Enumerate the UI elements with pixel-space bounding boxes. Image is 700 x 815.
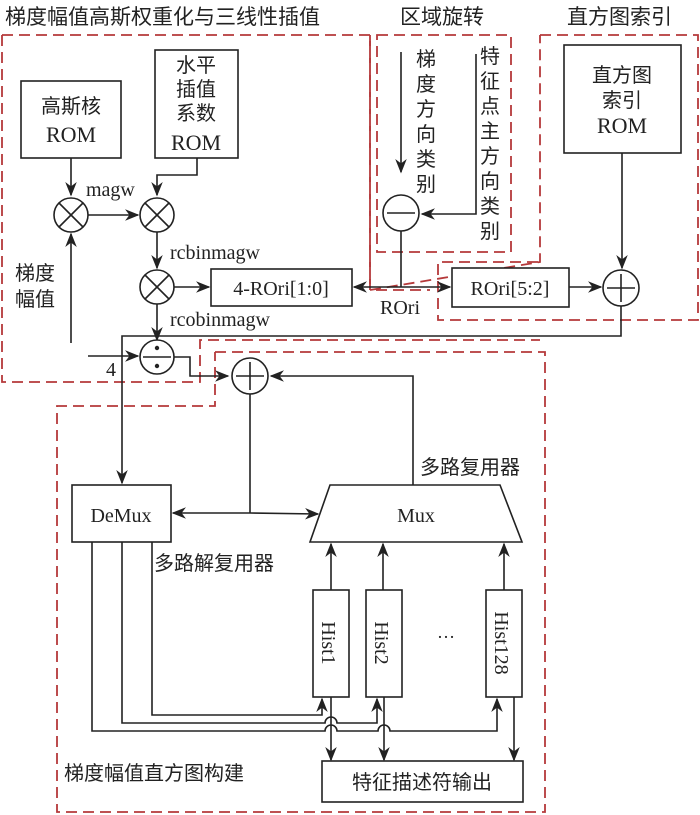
signal-rcbinmagw: rcbinmagw [170,242,261,264]
gauss-rom-label-2: ROM [46,122,96,147]
wire-demux-to-hist128 [91,542,503,732]
gauss-rom-label-1: 高斯核 [41,94,101,118]
svg-text:向: 向 [480,169,500,193]
region-title-gauss-weight: 梯度幅值高斯权重化与三线性插值 [5,5,320,29]
rori-high-block [451,267,570,308]
svg-text:主: 主 [480,119,500,143]
svg-text:方: 方 [480,144,500,168]
mux-block [308,484,524,543]
subtract-operator [382,194,420,232]
region-title-hist-index: 直方图索引 [567,5,672,29]
demux-cn-label: 多路解复用器 [154,551,274,575]
wire-mux-to-accum-add [269,370,414,485]
grad-mag-label-2: 幅值 [15,287,55,311]
wire-kp-dir-input [420,54,477,220]
svg-text:别: 别 [416,172,436,196]
hist2-block [365,589,403,698]
wire-index-to-demux [116,306,622,485]
hist-index-rom [563,44,682,154]
add-operator-accumulate [231,357,269,395]
svg-text:向: 向 [416,122,436,146]
svg-text:点: 点 [480,94,500,118]
rori-low-block [210,268,353,307]
divisor-label: 4 [106,359,116,381]
hist-index-rom-label-3: ROM [597,113,647,138]
multiply-operator-3 [139,269,175,305]
hist2-label: Hist2 [370,621,392,664]
descriptor-output-label: 特征描述符输出 [352,770,492,794]
wire-accum-to-mux [249,508,320,520]
hist128-block [485,589,523,698]
hist128-label: Hist128 [490,611,512,674]
gauss-kernel-rom [20,80,122,159]
region-title-hist-build: 梯度幅值直方图构建 [64,761,244,785]
kp-dir-class-label: 特 征 点 主 方 向 类 别 [480,44,500,243]
interp-rom-label-3: 系数 [176,101,216,125]
svg-text:梯: 梯 [416,47,436,71]
svg-text:类: 类 [480,194,500,218]
region-title-rotation: 区域旋转 [400,5,484,29]
mux-cn-label: 多路复用器 [420,455,520,479]
mux-label: Mux [397,505,435,527]
multiply-operator-1 [53,197,89,233]
signal-rori: ROri [380,297,420,319]
interp-coeff-rom [154,49,239,159]
hist-ellipsis: … [437,622,455,642]
svg-text:度: 度 [416,72,436,96]
svg-text:特: 特 [480,44,500,68]
grad-mag-label-1: 梯度 [15,261,55,285]
hist1-label: Hist1 [317,621,339,664]
hist-index-rom-label-2: 索引 [602,88,642,112]
hist-index-rom-label-1: 直方图 [592,63,652,87]
svg-text:别: 别 [480,219,500,243]
divide-operator [139,339,175,375]
wire-interp-to-mul2 [151,158,198,197]
svg-text:类: 类 [416,147,436,171]
add-operator-index [602,269,640,307]
interp-rom-label-2: 插值 [176,77,216,101]
signal-magw: magw [86,179,135,201]
rori-low-label: 4-ROri[1:0] [233,278,329,300]
svg-text:方: 方 [416,97,436,121]
grad-dir-class-label: 梯 度 方 向 类 别 [416,47,436,196]
region-border-rotation [376,34,512,253]
interp-rom-label-1: 水平 [176,53,216,77]
region-border-gauss-weight-lower [1,35,540,383]
multiply-operator-2 [139,197,175,233]
interp-rom-label-4: ROM [171,130,221,155]
wire-demux-to-hist1 [151,542,328,716]
region-border-hist-build [56,351,546,813]
demux-label: DeMux [90,505,151,527]
descriptor-output-block [321,760,524,803]
svg-text:征: 征 [480,69,500,93]
signal-rcobinmagw: rcobinmagw [170,309,271,331]
rori-high-label: ROri[5:2] [471,278,550,300]
wire-div-to-accum-add [174,356,230,382]
hist1-block [312,589,350,698]
demux-block [71,484,172,543]
